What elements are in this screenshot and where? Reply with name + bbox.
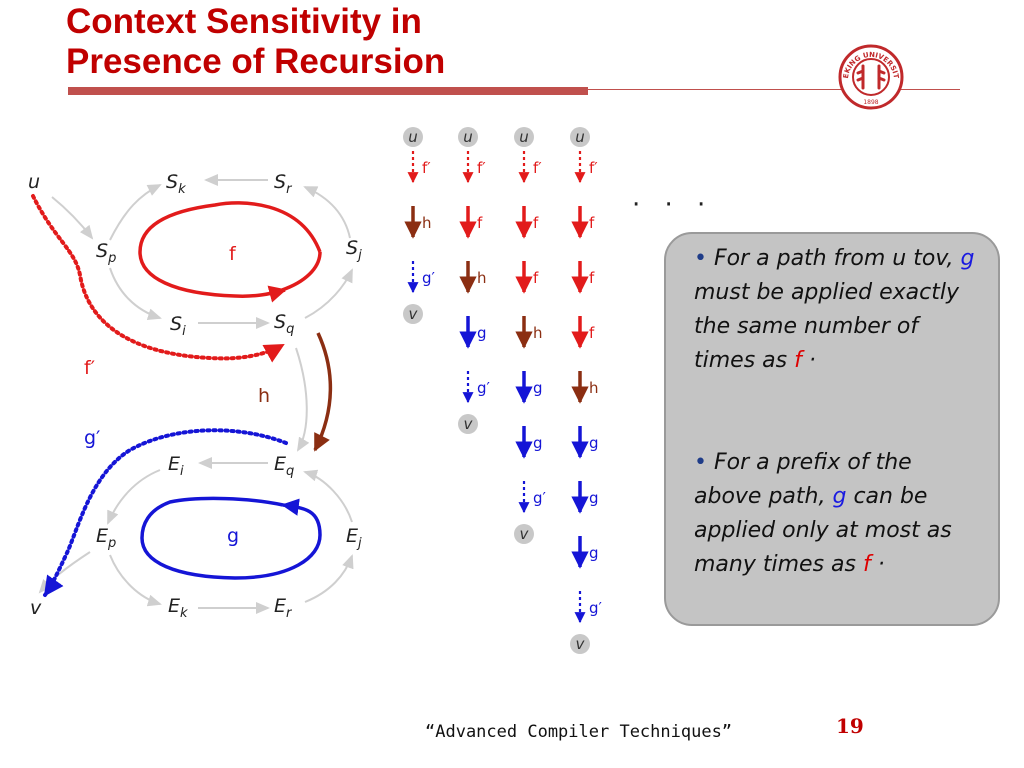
lower-cycle-edges bbox=[38, 347, 354, 614]
column-3-node-u-circle bbox=[514, 127, 534, 147]
page-number: 19 bbox=[836, 714, 864, 738]
node-s-j: Sj bbox=[346, 237, 362, 263]
node-e-q: Eq bbox=[274, 453, 294, 479]
label-f-loop: f bbox=[229, 243, 237, 265]
edge-er-to-ej bbox=[304, 554, 354, 603]
path-g-prime bbox=[43, 428, 288, 597]
loop-g-edge-body bbox=[140, 496, 322, 580]
ellipsis: · · · bbox=[632, 190, 714, 220]
edge-ei-to-ep bbox=[107, 469, 161, 525]
edge-sq-to-eq bbox=[295, 347, 310, 452]
column-4-label-3: f bbox=[589, 269, 595, 287]
edge-ep-to-v bbox=[38, 551, 91, 594]
node-s-r: Sr bbox=[274, 171, 293, 197]
column-1-node-v: v bbox=[409, 305, 419, 323]
bullet-prefix: • For a prefix of the above path, g can … bbox=[694, 450, 952, 577]
column-1-node-u: u bbox=[408, 128, 418, 146]
node-v: v bbox=[30, 597, 42, 619]
node-s-p: Sp bbox=[96, 240, 116, 266]
title-line-2: Presence of Recursion bbox=[66, 42, 446, 81]
column-2-node-v: v bbox=[464, 415, 474, 433]
loop-f-edge-tail bbox=[281, 251, 322, 292]
loop-f-edge bbox=[138, 201, 322, 303]
edge-u-to-sp bbox=[51, 196, 94, 240]
column-3-node-v: v bbox=[520, 525, 530, 543]
title-underline-thick bbox=[68, 87, 588, 95]
column-3-label-7: g′ bbox=[533, 489, 547, 507]
title-underline-thin bbox=[588, 89, 960, 90]
column-3-node-u: u bbox=[519, 128, 529, 146]
column-1-label-1: f′ bbox=[422, 159, 431, 177]
column-4-label-4: f bbox=[589, 324, 595, 342]
column-4-label-2: f bbox=[589, 214, 595, 232]
node-e-i: Ei bbox=[168, 453, 184, 479]
column-3-label-4: h bbox=[533, 324, 543, 342]
column-4-label-6: g bbox=[589, 434, 599, 452]
node-s-i: Si bbox=[170, 313, 186, 339]
column-2-label-4: g bbox=[477, 324, 487, 342]
upper-cycle-edges bbox=[51, 174, 353, 329]
node-e-r: Er bbox=[274, 595, 293, 621]
column-1-node-u-circle bbox=[403, 127, 423, 147]
column-2-label-3: h bbox=[477, 269, 487, 287]
node-e-p: Ep bbox=[96, 525, 116, 551]
node-e-j: Ej bbox=[346, 525, 362, 551]
footer-course-name: “Advanced Compiler Techniques” bbox=[425, 722, 733, 742]
column-4-label-9: g′ bbox=[589, 599, 603, 617]
bullet-exact-match: • For a path from u tov, g must be appli… bbox=[694, 246, 975, 373]
column-3-label-3: f bbox=[533, 269, 539, 287]
column-2-node-u: u bbox=[463, 128, 473, 146]
column-2-node-v-circle bbox=[458, 414, 478, 434]
explanation-box: • For a path from u tov, g must be appli… bbox=[664, 232, 1000, 626]
column-2-label-5: g′ bbox=[477, 379, 491, 397]
edge-sp-to-si bbox=[109, 267, 162, 321]
university-seal-logo: PEKING UNIVERSITY 1898 bbox=[836, 44, 904, 110]
seal-year: 1898 bbox=[863, 99, 878, 106]
column-2-node-u-circle bbox=[458, 127, 478, 147]
edge-sp-to-sk bbox=[109, 184, 162, 241]
node-s-k: Sk bbox=[166, 171, 186, 197]
column-4-label-5: h bbox=[589, 379, 599, 397]
column-3-node-v-circle bbox=[514, 524, 534, 544]
column-4-node-u: u bbox=[575, 128, 585, 146]
column-3-label-6: g bbox=[533, 434, 543, 452]
column-2-label-2: f bbox=[477, 214, 483, 232]
column-1-node-v-circle bbox=[403, 304, 423, 324]
label-g-loop: g bbox=[227, 525, 239, 547]
loop-g-edge bbox=[281, 498, 322, 536]
column-3-label-5: g bbox=[533, 379, 543, 397]
column-3-label-1: f′ bbox=[533, 159, 542, 177]
column-4-node-v: v bbox=[576, 635, 586, 653]
edge-ep-to-ek bbox=[109, 554, 162, 607]
column-1-label-3: g′ bbox=[422, 269, 436, 287]
label-g-prime: g′ bbox=[84, 427, 100, 449]
edge-sj-to-sr bbox=[303, 186, 351, 239]
column-4-node-u-circle bbox=[570, 127, 590, 147]
column-4-label-1: f′ bbox=[589, 159, 598, 177]
column-1-label-2: h bbox=[422, 214, 432, 232]
column-4-label-8: g bbox=[589, 544, 599, 562]
column-2-label-1: f′ bbox=[477, 159, 486, 177]
label-h: h bbox=[258, 385, 270, 407]
node-e-k: Ek bbox=[168, 595, 188, 621]
node-u: u bbox=[28, 171, 40, 193]
edge-h bbox=[313, 332, 333, 452]
node-s-q: Sq bbox=[274, 311, 294, 337]
slide-title: Context Sensitivity in Presence of Recur… bbox=[66, 2, 445, 82]
column-3-label-2: f bbox=[533, 214, 539, 232]
column-4-label-7: g bbox=[589, 489, 599, 507]
title-line-1: Context Sensitivity in bbox=[66, 2, 422, 41]
column-4-node-v-circle bbox=[570, 634, 590, 654]
label-f-prime: f′ bbox=[84, 357, 95, 379]
edge-sq-to-sj bbox=[304, 268, 353, 319]
edge-ej-to-eq bbox=[303, 469, 353, 523]
path-f-prime bbox=[31, 194, 285, 363]
